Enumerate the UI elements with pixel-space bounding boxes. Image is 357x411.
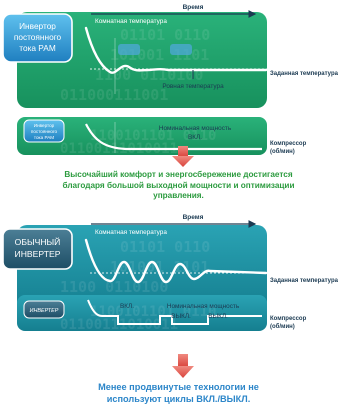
pam-caption-line2: благодаря большой выходной мощности и оп… xyxy=(62,180,295,190)
svg-text:1100101101 0110: 1100101101 0110 xyxy=(90,128,216,144)
svg-text:1100 0110100: 1100 0110100 xyxy=(60,278,168,296)
pam-badge-line3: тока РАМ xyxy=(19,43,56,53)
pam-caption-line3: управления. xyxy=(153,191,204,200)
pam-nominal-power-label: Номинальная мощность xyxy=(159,125,232,132)
pam-time-label: Время xyxy=(183,4,204,11)
svg-text:1100101101 0110: 1100101101 0110 xyxy=(90,304,216,320)
down-arrow-icon-bottom xyxy=(172,354,194,378)
regular-temperature-panel: 01101 0110 101001 1101 1100 0110100 0110… xyxy=(2,214,268,312)
pam-temperature-curve xyxy=(84,26,268,74)
regular-compressor-panel: 1100101101 0110 01100111010011 ВКЛ. Номи… xyxy=(17,295,267,333)
regular-nominal-power-label: Номинальная мощность xyxy=(167,303,240,310)
pam-small-badge-line1: Инвертор xyxy=(34,123,55,128)
regular-time-label: Время xyxy=(183,214,204,221)
compressor-label-1-line1: Компрессор xyxy=(270,141,307,147)
pam-small-badge-line3: тока РАМ xyxy=(34,135,54,140)
regular-room-temp-label: Комнатная температура xyxy=(95,229,167,236)
svg-text:101001 1101: 101001 1101 xyxy=(110,258,209,276)
svg-text:01101 0110: 01101 0110 xyxy=(120,238,210,256)
compressor-label-2-line1: Компрессор xyxy=(270,316,307,322)
regular-temperature-curve xyxy=(84,238,268,284)
pam-info-pill-right xyxy=(170,44,192,55)
svg-text:011000111001: 011000111001 xyxy=(60,86,168,104)
pam-info-pill-left xyxy=(118,44,140,55)
regular-caption-line2: используют циклы ВКЛ./ВЫКЛ. xyxy=(106,393,251,404)
regular-small-badge-text: ИНВЕРТЕР xyxy=(30,308,59,314)
pam-small-badge-line2: постоянного xyxy=(31,129,58,134)
regular-badge-line1: ОБЫЧНЫЙ xyxy=(15,236,61,247)
pam-badge-line2: постоянного xyxy=(14,32,62,42)
pam-inverter-badge: Инвертор постоянного тока РАМ xyxy=(2,13,73,63)
regular-caption-line1: Менее продвинутые технологии не xyxy=(98,382,259,392)
regular-badge-line2: ИНВЕРТЕР xyxy=(15,249,61,259)
compressor-label-1-line2: (об/мин) xyxy=(270,148,295,155)
pam-even-temp-label: Ровная температура xyxy=(162,83,224,90)
compressor-label-2-line2: (об/мин) xyxy=(270,323,295,330)
set-temp-label-2: Заданная температура xyxy=(270,278,339,284)
pam-temperature-panel-bg xyxy=(17,12,267,108)
regular-off-label-2: ВЫКЛ. xyxy=(208,313,228,320)
pam-on-label: ВКЛ. xyxy=(188,134,202,141)
pam-compressor-curve xyxy=(85,123,262,151)
down-arrow-icon xyxy=(172,146,194,167)
pam-compressor-panel: 1100101101 0110 01100111010011 Номинальн… xyxy=(17,117,267,157)
set-temp-label-1: Заданная температура xyxy=(270,71,339,77)
regular-small-badge: ИНВЕРТЕР xyxy=(23,300,65,319)
pam-room-temp-label: Комнатная температура xyxy=(95,18,167,25)
regular-compressor-panel-bg xyxy=(17,295,267,331)
pam-benefit-caption: Высочайший комфорт и энергосбережение до… xyxy=(0,170,357,202)
pam-temperature-panel: 01101 0110 101001 1101 1100 0110100 0110… xyxy=(2,4,268,108)
regular-drawback-caption: Менее продвинутые технологии не использу… xyxy=(0,382,357,405)
regular-compressor-curve xyxy=(87,299,262,325)
pam-caption-line1: Высочайший комфорт и энергосбережение до… xyxy=(64,170,293,179)
svg-text:01101 0110: 01101 0110 xyxy=(120,26,210,44)
regular-off-label-1: ВЫКЛ. xyxy=(171,313,191,320)
pam-badge-line1: Инвертор xyxy=(19,21,56,31)
pam-small-badge: Инвертор постоянного тока РАМ xyxy=(23,119,65,143)
regular-temperature-panel-bg xyxy=(17,225,267,311)
regular-on-label: ВКЛ. xyxy=(120,303,134,310)
regular-inverter-badge: ОБЫЧНЫЙ ИНВЕРТЕР xyxy=(2,228,73,270)
pam-compressor-panel-bg xyxy=(17,117,267,155)
